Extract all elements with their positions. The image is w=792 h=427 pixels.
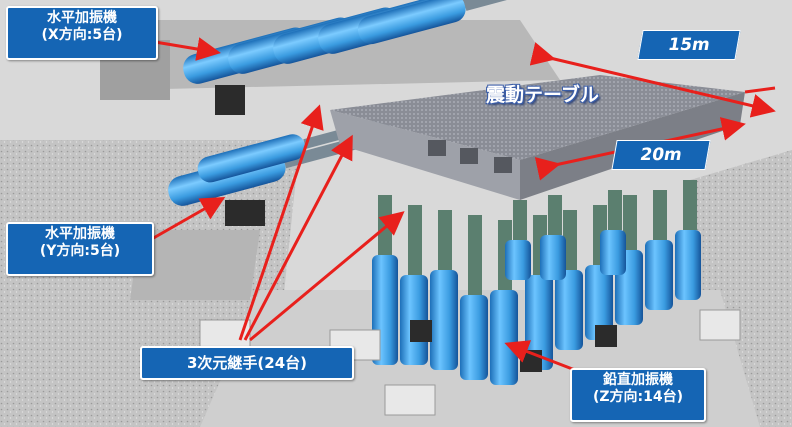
label-x-actuator: 水平加振機 (X方向:5台) [6,6,158,60]
label-y-actuator: 水平加振機 (Y方向:5台) [6,222,154,276]
label-z-actuator: 鉛直加振機 (Z方向:14台) [570,368,706,422]
label-z-actuator-line2: (Z方向:14台) [592,388,684,405]
label-x-actuator-line1: 水平加振機 [47,10,117,26]
dim-15m-line [529,42,776,118]
arrow-joint-1 [238,104,324,341]
arrow-joint-2 [243,134,353,341]
leader-arrows [149,37,776,372]
label-y-actuator-line2: (Y方向:5台) [39,242,121,259]
z-actuators [372,180,701,385]
label-joints-text: 3次元継手(24台) [186,354,308,372]
arrow-z-actuator [504,340,576,372]
x-actuators [183,0,525,115]
label-x-actuator-line2: (X方向:5台) [41,26,123,43]
table-label: 震動テーブル [486,84,599,106]
arrow-x-actuator [154,37,221,61]
arrow-joint-3 [249,211,405,342]
label-joints: 3次元継手(24台) [140,346,354,380]
arrow-y-actuator [149,197,226,242]
dim-15m-label: 15m [637,30,741,60]
dim-20m-label: 20m [611,140,711,170]
table-front-face [330,110,520,200]
label-y-actuator-line1: 水平加振機 [45,226,115,242]
label-z-actuator-line1: 鉛直加振機 [603,372,673,388]
